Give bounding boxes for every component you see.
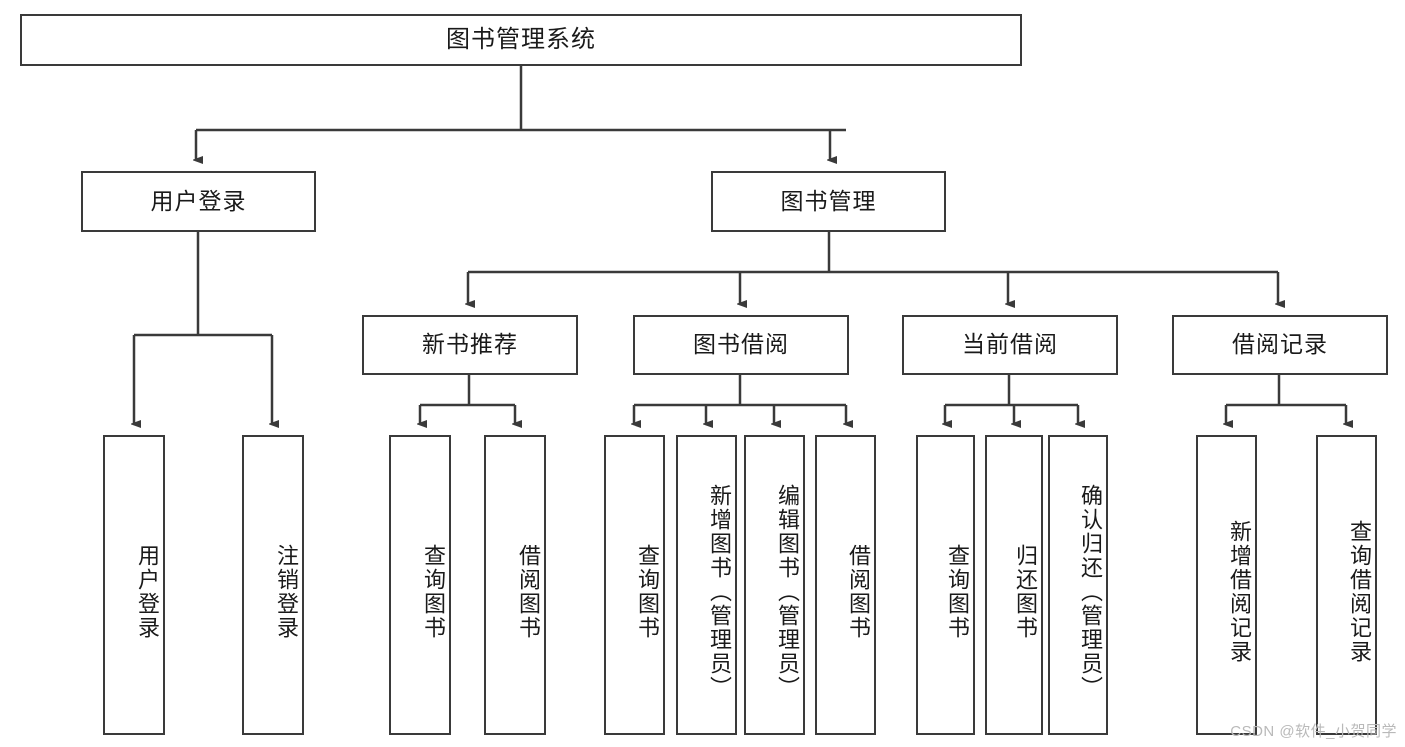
- node-book-manage[interactable]: 图书管理: [711, 171, 946, 232]
- node-book-borrow[interactable]: 图书借阅: [633, 315, 849, 375]
- leaf-logout[interactable]: 注销登录: [242, 435, 304, 735]
- node-label: 借阅图书: [516, 544, 541, 640]
- node-label: 用户登录: [135, 544, 160, 640]
- node-borrow-record[interactable]: 借阅记录: [1172, 315, 1388, 375]
- node-label: 归还图书: [1013, 544, 1038, 640]
- node-label: 查询图书: [635, 544, 660, 640]
- node-label: 新增图书（管理员）: [707, 484, 732, 700]
- watermark: CSDN @软件_小贺同学: [1230, 723, 1397, 740]
- node-label: 注销登录: [274, 544, 299, 640]
- leaf-query-book-current[interactable]: 查询图书: [916, 435, 975, 735]
- leaf-confirm-return[interactable]: 确认归还（管理员）: [1048, 435, 1108, 735]
- node-label: 图书借阅: [693, 331, 789, 358]
- node-label: 新增借阅记录: [1227, 520, 1252, 664]
- leaf-add-borrow-record[interactable]: 新增借阅记录: [1196, 435, 1257, 735]
- node-label: 图书管理系统: [446, 25, 596, 53]
- node-user-login[interactable]: 用户登录: [81, 171, 316, 232]
- node-label: 新书推荐: [422, 331, 518, 358]
- node-system-root[interactable]: 图书管理系统: [20, 14, 1022, 66]
- leaf-query-borrow-record[interactable]: 查询借阅记录: [1316, 435, 1377, 735]
- leaf-add-book[interactable]: 新增图书（管理员）: [676, 435, 737, 735]
- node-label: 查询图书: [421, 544, 446, 640]
- node-label: 用户登录: [150, 187, 247, 214]
- leaf-query-book-borrow[interactable]: 查询图书: [604, 435, 665, 735]
- node-label: 查询借阅记录: [1347, 520, 1372, 664]
- node-current-borrow[interactable]: 当前借阅: [902, 315, 1118, 375]
- node-label: 编辑图书（管理员）: [775, 484, 800, 700]
- node-label: 查询图书: [945, 544, 970, 640]
- leaf-borrow-book-recommend[interactable]: 借阅图书: [484, 435, 546, 735]
- leaf-user-login[interactable]: 用户登录: [103, 435, 165, 735]
- leaf-return-book[interactable]: 归还图书: [985, 435, 1043, 735]
- node-label: 确认归还（管理员）: [1078, 484, 1103, 700]
- leaf-borrow-book[interactable]: 借阅图书: [815, 435, 876, 735]
- node-label: 借阅记录: [1232, 331, 1328, 358]
- node-label: 当前借阅: [962, 331, 1058, 358]
- node-label: 借阅图书: [846, 544, 871, 640]
- node-new-book-recommend[interactable]: 新书推荐: [362, 315, 578, 375]
- leaf-query-book-recommend[interactable]: 查询图书: [389, 435, 451, 735]
- node-label: 图书管理: [780, 187, 877, 214]
- leaf-edit-book[interactable]: 编辑图书（管理员）: [744, 435, 805, 735]
